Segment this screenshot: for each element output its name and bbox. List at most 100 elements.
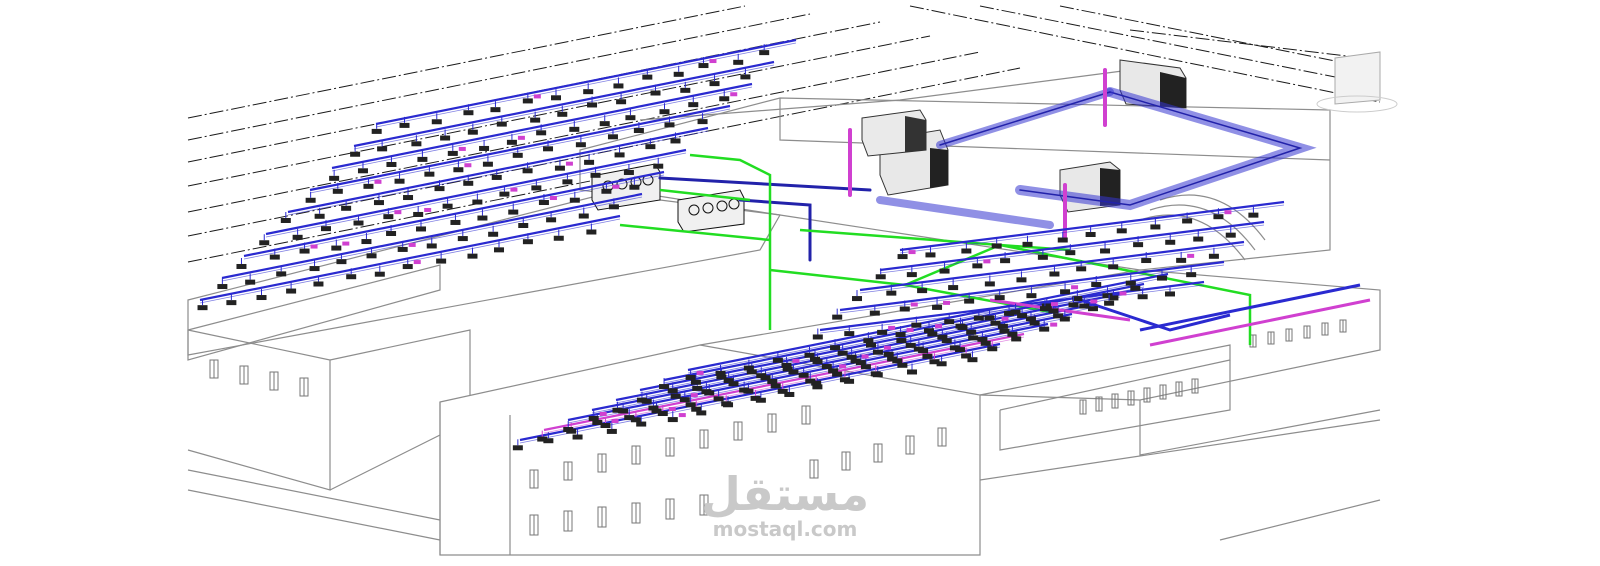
- diffuser-icon: [477, 209, 488, 221]
- diffuser-icon: [259, 234, 270, 246]
- diffuser-icon: [673, 65, 684, 77]
- diffuser-icon: [236, 257, 247, 269]
- diffuser-icon: [784, 385, 795, 397]
- diffuser-icon: [1059, 310, 1070, 322]
- diffuser-icon: [932, 298, 951, 310]
- diffuser-icon: [1164, 285, 1175, 297]
- diffuser-icon: [944, 313, 955, 325]
- diffuser-icon: [966, 323, 977, 335]
- diffuser-icon: [1108, 289, 1127, 301]
- diffuser-icon: [554, 159, 573, 171]
- diffuser-icon: [869, 304, 880, 316]
- diffuser-icon: [723, 372, 734, 384]
- diffuser-icon: [812, 328, 823, 340]
- diffuser-icon: [479, 139, 490, 151]
- diffuser-icon: [608, 198, 619, 210]
- diffuser-icon: [685, 396, 696, 408]
- diffuser-icon: [309, 260, 320, 272]
- diffuser-icon: [543, 140, 554, 152]
- diffuser-icon: [522, 92, 541, 104]
- diffuser-icon: [256, 289, 267, 301]
- diffuser-icon: [538, 194, 557, 206]
- diffuser-icon: [618, 402, 629, 414]
- diffuser-icon: [578, 207, 589, 219]
- diffuser-icon: [624, 409, 635, 421]
- diffuser-icon: [569, 191, 580, 203]
- diffuser-icon: [645, 138, 656, 150]
- diffuser-icon: [450, 213, 461, 225]
- diffuser-icon: [740, 68, 751, 80]
- diffuser-icon: [553, 229, 564, 241]
- diffuser-icon: [821, 358, 832, 370]
- diffuser-icon: [361, 233, 372, 245]
- diffuser-icon: [872, 343, 891, 355]
- diffuser-icon: [499, 185, 518, 197]
- diffuser-icon: [508, 203, 519, 215]
- diffuser-icon: [629, 178, 640, 190]
- diffuser-icon: [1091, 276, 1102, 288]
- diffuser-icon: [607, 128, 618, 140]
- diffuser-icon: [1068, 296, 1079, 308]
- diffuser-icon: [488, 225, 499, 237]
- diffuser-icon: [777, 382, 788, 394]
- diffuser-icon: [899, 300, 918, 312]
- diffuser-icon: [961, 347, 972, 359]
- diffuser-icon: [990, 314, 1009, 326]
- diffuser-icon: [892, 352, 903, 364]
- diffuser-icon: [599, 115, 610, 127]
- diffuser-icon: [688, 96, 699, 108]
- diffuser-icon: [750, 389, 761, 401]
- diffuser-icon: [1039, 320, 1058, 332]
- diffuser-icon: [994, 289, 1005, 301]
- diffuser-icon: [772, 351, 783, 363]
- diffuser-icon: [512, 146, 523, 158]
- diffuser-icon: [292, 228, 303, 240]
- diffuser-icon: [1176, 251, 1195, 263]
- diffuser-icon: [245, 273, 256, 285]
- diffuser-icon: [537, 430, 548, 442]
- diffuser-icon: [680, 81, 691, 93]
- diffuser-icon: [984, 309, 995, 321]
- diffuser-icon: [424, 165, 435, 177]
- diffuser-icon: [897, 248, 916, 260]
- diffuser-icon: [612, 401, 623, 413]
- chiller-unit-icon: [677, 189, 745, 233]
- viewcube-icon[interactable]: [1316, 51, 1398, 113]
- diffuser-icon: [987, 340, 998, 352]
- diffuser-icon: [614, 146, 625, 158]
- diffuser-icon: [972, 257, 991, 269]
- diffuser-icon: [314, 207, 325, 219]
- diffuser-icon: [1156, 269, 1167, 281]
- diffuser-icon: [436, 252, 447, 264]
- diffuser-icon: [1137, 288, 1148, 300]
- diffuser-icon: [855, 354, 866, 366]
- diffuser-icon: [411, 135, 422, 147]
- building-windows: [209, 319, 1347, 536]
- diffuser-icon: [557, 105, 568, 117]
- diffuser-icon: [1037, 248, 1048, 260]
- diffuser-icon: [280, 211, 291, 223]
- diffuser-icon: [299, 242, 318, 254]
- diffuser-icon: [363, 177, 382, 189]
- diffuser-icon: [1057, 231, 1068, 243]
- diffuser-icon: [623, 163, 634, 175]
- diffuser-icon: [463, 174, 474, 186]
- diffuser-icon: [886, 284, 897, 296]
- diffuser-icon: [1079, 297, 1098, 309]
- diffuser-icon: [482, 155, 493, 167]
- diffuser-icon: [269, 248, 280, 260]
- diffuser-icon: [373, 194, 384, 206]
- diffuser-icon: [522, 162, 533, 174]
- diffuser-icon: [341, 199, 352, 211]
- diffuser-icon: [625, 109, 636, 121]
- diffuser-icon: [832, 308, 843, 320]
- diffuser-icon: [320, 220, 331, 232]
- diffuser-icon: [1072, 290, 1083, 302]
- diffuser-icon: [844, 325, 855, 337]
- diffuser-icon: [1193, 230, 1204, 242]
- diffuser-icon: [685, 368, 704, 380]
- diffuser-icon: [1150, 218, 1161, 230]
- diffuser-icon: [697, 113, 708, 125]
- diffuser-icon: [659, 378, 670, 390]
